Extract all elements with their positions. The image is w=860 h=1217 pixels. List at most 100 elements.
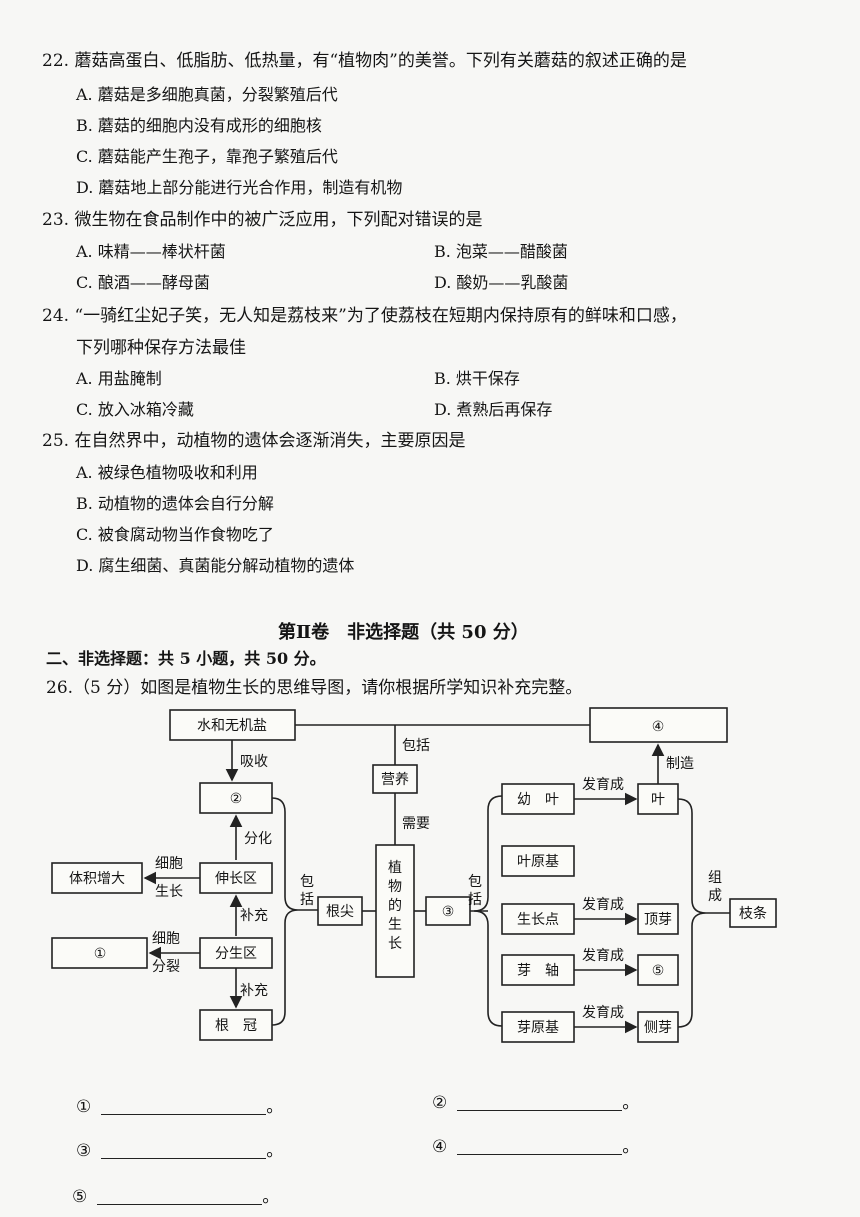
- include-right-1: 包: [468, 874, 482, 890]
- growth-point-label: 生长点: [517, 912, 559, 928]
- left-brace: [271, 797, 299, 1026]
- answer-blank-5-marker: ⑤: [72, 1187, 88, 1207]
- root-tip-box: [317, 896, 363, 926]
- root-cap-box: [199, 1009, 273, 1041]
- q26-stem: 26.（5 分）如图是植物生长的思维导图，请你根据所学知识补充完整。: [46, 678, 583, 698]
- terminal-bud-box: [637, 903, 679, 935]
- develop-label-terminal: 发育成: [582, 897, 624, 913]
- develop-label-lateral: 发育成: [582, 1005, 624, 1021]
- develop-label-leaf: 发育成: [582, 777, 624, 793]
- blank-2-box: [199, 782, 273, 814]
- q23-stem: 23. 微生物在食品制作中的被广泛应用，下列配对错误的是: [42, 210, 483, 230]
- elongation-zone-box: [199, 862, 273, 894]
- water-minerals-box: [169, 709, 296, 741]
- plant-growth-label: 植物的生长: [388, 860, 402, 952]
- q25-stem: 25. 在自然界中，动植物的遗体会逐渐消失，主要原因是: [42, 431, 466, 451]
- leaf-label: 叶: [651, 792, 665, 808]
- blank-4-marker: ④: [652, 719, 665, 735]
- q23-option-b: B. 泡菜——醋酸菌: [434, 242, 568, 261]
- part2-section-heading: 二、非选择题：共 5 小题，共 50 分。: [46, 649, 326, 668]
- make-label: 制造: [666, 756, 694, 772]
- blank-5-box: [637, 954, 679, 986]
- growth-point-box: [501, 903, 575, 935]
- meristem-zone-label: 分生区: [215, 946, 257, 962]
- terminal-bud-label: 顶芽: [644, 912, 672, 928]
- q24-stem-line2: 下列哪种保存方法最佳: [76, 338, 246, 358]
- young-leaf-box: [501, 783, 575, 815]
- absorb-label: 吸收: [240, 754, 268, 770]
- nutrition-label: 营养: [381, 772, 409, 788]
- leaf-box: [637, 783, 679, 815]
- answer-blank-5-line[interactable]: [97, 1204, 263, 1205]
- q23-option-d: D. 酸奶——乳酸菌: [434, 273, 569, 292]
- q23-option-a: A. 味精——棒状杆菌: [76, 242, 226, 261]
- supplement-label-down: 补充: [240, 983, 268, 999]
- answer-blank-3-end: 。: [266, 1141, 284, 1161]
- answer-blank-4: ④。: [432, 1132, 639, 1157]
- compose-label-1: 组: [708, 870, 722, 886]
- answer-blank-2-line[interactable]: [457, 1110, 623, 1111]
- answer-blank-4-line[interactable]: [457, 1154, 623, 1155]
- q24-option-b: B. 烘干保存: [434, 369, 520, 388]
- bud-axis-box: [501, 954, 575, 986]
- q25-option-c: C. 被食腐动物当作食物吃了: [76, 525, 274, 544]
- include-label: 包括: [402, 738, 430, 754]
- elongation-zone-label: 伸长区: [215, 871, 257, 887]
- answer-blank-3-marker: ③: [76, 1141, 92, 1161]
- supplement-label-up: 补充: [240, 908, 268, 924]
- answer-blank-2: ②。: [432, 1088, 639, 1113]
- cell-growth-label-1: 细胞: [155, 856, 183, 872]
- answer-blank-4-marker: ④: [432, 1137, 448, 1157]
- include-left-1: 包: [300, 874, 314, 890]
- answer-blank-1-line[interactable]: [101, 1114, 267, 1115]
- volume-increase-label: 体积增大: [69, 871, 125, 887]
- answer-blank-1: ①。: [76, 1092, 283, 1117]
- lateral-bud-label: 侧芽: [644, 1020, 672, 1036]
- leaf-primordium-box: [501, 845, 575, 877]
- water-minerals-label: 水和无机盐: [197, 718, 267, 734]
- develop-label-blank5: 发育成: [582, 948, 624, 964]
- q24-stem: 24. “一骑红尘妃子笑，无人知是荔枝来”为了使荔枝在短期内保持原有的鲜味和口感…: [42, 306, 687, 326]
- compose-brace: [677, 798, 707, 1028]
- volume-increase-box: [51, 862, 143, 894]
- q22-option-d: D. 蘑菇地上部分能进行光合作用，制造有机物: [76, 178, 403, 197]
- blank-1-box: [51, 937, 148, 969]
- answer-blank-2-end: 。: [622, 1093, 640, 1113]
- leaf-primordium-label: 叶原基: [517, 853, 559, 870]
- answer-blank-5: ⑤。: [72, 1182, 279, 1207]
- q22-option-b: B. 蘑菇的细胞内没有成形的细胞核: [76, 116, 322, 135]
- cell-division-label-2: 分裂: [152, 959, 180, 975]
- blank-3-marker: ③: [442, 904, 455, 920]
- root-cap-label: 根 冠: [215, 1018, 257, 1034]
- young-leaf-label: 幼 叶: [517, 792, 559, 808]
- blank-2-marker: ②: [230, 791, 243, 807]
- include-left-2: 括: [300, 892, 314, 908]
- q24-option-d: D. 煮熟后再保存: [434, 400, 553, 419]
- compose-label-2: 成: [708, 888, 722, 904]
- answer-blank-2-marker: ②: [432, 1093, 448, 1113]
- right-brace: [473, 795, 503, 1027]
- root-tip-label: 根尖: [326, 904, 354, 920]
- include-right-2: 括: [468, 892, 482, 908]
- q22-option-c: C. 蘑菇能产生孢子，靠孢子繁殖后代: [76, 147, 338, 166]
- part2-title: 第Ⅱ卷 非选择题（共 50 分）: [278, 622, 529, 643]
- answer-blank-3-line[interactable]: [101, 1158, 267, 1159]
- plant-growth-mind-map: 水和无机盐 ④ 吸收 ② 包括 营养 需要 植物的生长 分化 体积增大 细胞 生…: [51, 707, 777, 1043]
- answer-blank-3: ③。: [76, 1136, 283, 1161]
- q24-option-a: A. 用盐腌制: [76, 369, 162, 388]
- answer-blank-1-end: 。: [266, 1097, 284, 1117]
- lateral-bud-box: [637, 1011, 679, 1043]
- cell-growth-label-2: 生长: [155, 884, 183, 900]
- bud-primordium-label: 芽原基: [517, 1019, 559, 1036]
- need-label: 需要: [402, 816, 430, 832]
- answer-blank-5-end: 。: [262, 1187, 280, 1207]
- blank-5-marker: ⑤: [652, 963, 665, 979]
- branch-box: [729, 898, 777, 928]
- answer-blank-4-end: 。: [622, 1137, 640, 1157]
- q22-stem: 22. 蘑菇高蛋白、低脂肪、低热量，有“植物肉”的美誉。下列有关蘑菇的叙述正确的…: [42, 51, 687, 71]
- answer-blank-1-marker: ①: [76, 1097, 92, 1117]
- bud-primordium-box: [501, 1011, 575, 1043]
- q25-option-d: D. 腐生细菌、真菌能分解动植物的遗体: [76, 556, 355, 575]
- branch-label: 枝条: [739, 905, 767, 922]
- q25-option-b: B. 动植物的遗体会自行分解: [76, 494, 274, 513]
